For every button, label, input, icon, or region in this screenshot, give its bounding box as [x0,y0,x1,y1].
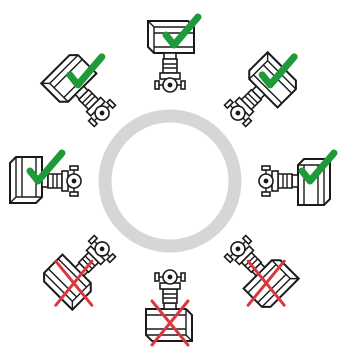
transmitter-device [10,157,81,203]
pipe-ring [105,116,235,246]
orientation-allowed-270 [10,153,81,203]
orientation-allowed-45 [217,52,300,135]
orientation-forbidden-225 [40,227,123,310]
orientation-allowed-0 [148,17,198,92]
transmitter-device [40,227,123,310]
orientation-group [10,17,334,345]
orientation-allowed-315 [41,51,124,134]
orientation-forbidden-180 [146,270,192,345]
transmitter-device [216,228,299,311]
transmitter-device [41,51,124,134]
orientation-forbidden-135 [216,228,299,311]
orientation-allowed-90 [259,153,334,205]
